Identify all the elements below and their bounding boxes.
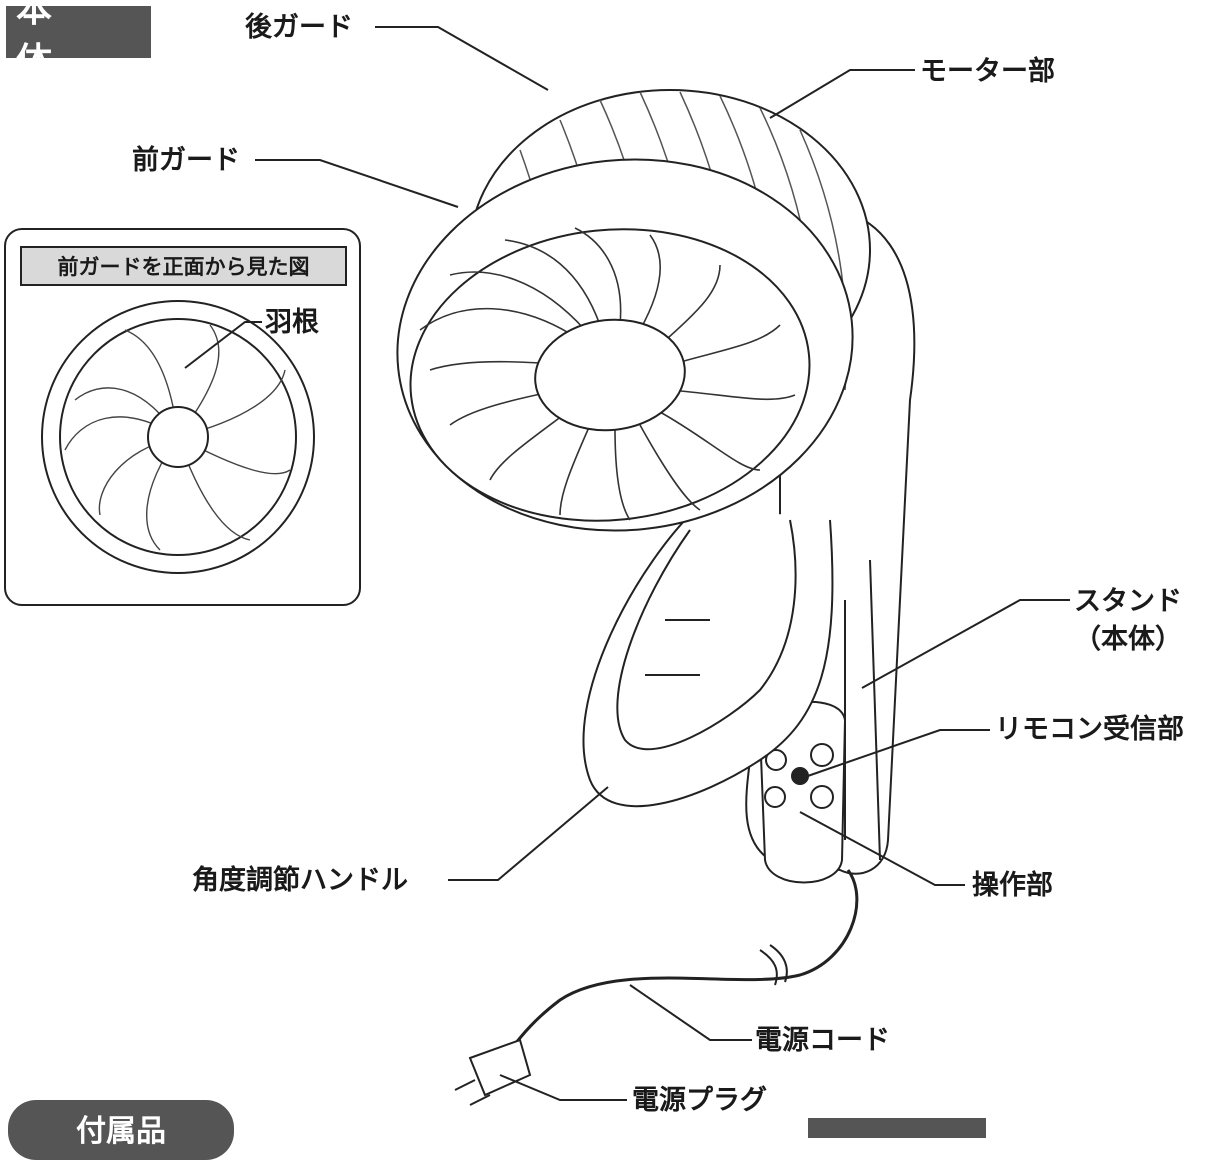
angle-handle xyxy=(582,504,834,808)
label-stand-line1: スタンド xyxy=(1074,586,1182,617)
label-power-plug: 電源プラグ xyxy=(632,1085,767,1116)
leader-motor xyxy=(769,69,915,119)
leader-stand xyxy=(861,599,1070,689)
label-front-guard: 前ガード xyxy=(132,145,240,176)
label-angle-handle: 角度調節ハンドル xyxy=(192,865,408,896)
leader-power-plug xyxy=(499,1074,627,1101)
label-control-panel: 操作部 xyxy=(972,870,1053,901)
section-bar xyxy=(808,1118,986,1138)
fan-illustration xyxy=(41,26,1070,1106)
label-stand-line2: （本体） xyxy=(1074,624,1182,655)
leader-remote xyxy=(801,729,990,779)
power-cord xyxy=(499,869,859,1062)
label-motor: モーター部 xyxy=(920,56,1055,87)
leader-blade xyxy=(184,321,262,369)
leader-rear-guard xyxy=(375,26,549,91)
label-rear-guard: 後ガード xyxy=(245,12,353,43)
leader-control xyxy=(799,811,965,886)
label-remote-receiver: リモコン受信部 xyxy=(995,714,1184,745)
power-plug xyxy=(454,1038,532,1106)
inset-title: 前ガードを正面から見た図 xyxy=(20,246,347,286)
accessories-tab: 付属品 xyxy=(8,1100,234,1160)
leader-power-cord xyxy=(629,984,752,1041)
label-power-cord: 電源コード xyxy=(755,1025,890,1056)
leader-front-guard xyxy=(255,159,459,208)
label-blade: 羽根 xyxy=(265,307,319,338)
leader-angle-handle xyxy=(448,786,609,881)
